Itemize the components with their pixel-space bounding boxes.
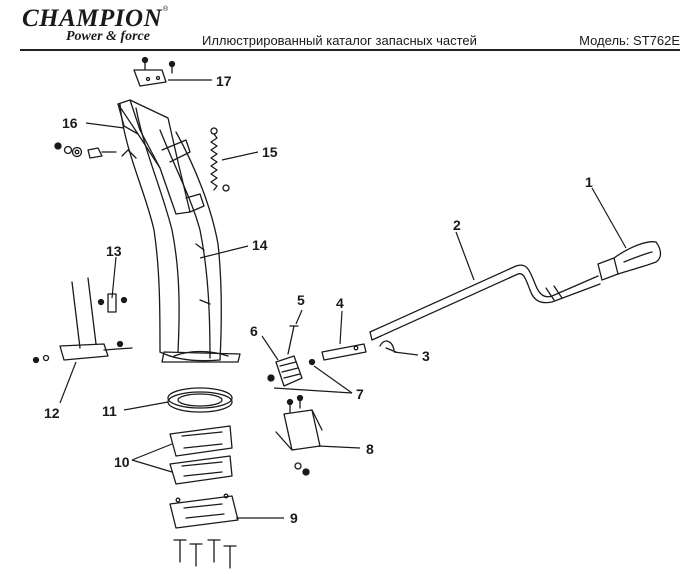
- part-3-pin: [379, 340, 397, 353]
- leader-4: [339, 310, 343, 345]
- leader-12: [59, 361, 77, 404]
- callout-15: 15: [262, 144, 278, 160]
- leader-15: [221, 151, 259, 161]
- part-16-chute-deflector: [117, 99, 205, 215]
- leader-10a: [131, 443, 173, 461]
- base-fastener-set: [173, 539, 237, 569]
- callout-3: 3: [422, 348, 430, 364]
- leader-1: [591, 187, 627, 249]
- callout-10: 10: [114, 454, 130, 470]
- brand-slogan: Power & force: [66, 29, 150, 44]
- leader-8: [317, 445, 361, 449]
- model-label: Модель: ST762E: [579, 33, 680, 48]
- leader-13: [111, 256, 117, 299]
- leader-6: [261, 335, 279, 361]
- callout-17: 17: [216, 73, 232, 89]
- part-4-shaft-coupling: [308, 343, 367, 366]
- part-8-hinge-bracket: [275, 394, 323, 476]
- part-1-handle-grip: [597, 241, 662, 281]
- part-16-hardware: [54, 142, 117, 159]
- brand-logo: CHAMPION: [22, 5, 163, 32]
- leader-5: [295, 309, 303, 325]
- leader-11: [123, 401, 169, 411]
- leader-2: [455, 231, 475, 281]
- catalog-title: Иллюстрированный каталог запасных частей: [202, 33, 477, 48]
- part-5-screw: [287, 325, 299, 355]
- header-divider: [20, 49, 680, 51]
- part-9-base-flange: [169, 493, 239, 529]
- leader-7a: [273, 387, 353, 394]
- callout-9: 9: [290, 510, 298, 526]
- callout-1: 1: [585, 174, 593, 190]
- leader-16: [85, 122, 125, 129]
- part-10-clamp-upper: [169, 425, 233, 457]
- callout-7: 7: [356, 386, 364, 402]
- leader-14: [199, 245, 249, 259]
- part-17-top-bracket: [133, 56, 176, 87]
- leader-7b: [313, 365, 353, 394]
- callout-16: 16: [62, 115, 78, 131]
- callout-8: 8: [366, 441, 374, 457]
- callout-4: 4: [336, 295, 344, 311]
- callout-11: 11: [102, 403, 117, 419]
- leader-lines: [59, 79, 627, 519]
- callout-12: 12: [44, 405, 60, 421]
- callout-13: 13: [106, 243, 122, 259]
- callout-14: 14: [252, 237, 268, 253]
- part-13-bolt: [97, 293, 128, 313]
- part-10-clamp-lower: [169, 455, 233, 485]
- part-11-chute-ring: [167, 387, 233, 413]
- leader-10b: [131, 459, 173, 473]
- callout-5: 5: [297, 292, 305, 308]
- part-12-crank-bracket: [32, 277, 133, 364]
- part-15-spring: [210, 127, 230, 192]
- leader-3: [393, 351, 419, 356]
- brand-trademark: ®: [163, 6, 169, 13]
- part-2-crank-rod: [369, 264, 601, 341]
- part-6-gear-housing: [267, 355, 303, 387]
- part-14-chute-tube: [119, 103, 241, 363]
- callout-2: 2: [453, 217, 461, 233]
- callout-6: 6: [250, 323, 258, 339]
- page-header: CHAMPION ® Power & force Иллюстрированны…: [0, 0, 700, 51]
